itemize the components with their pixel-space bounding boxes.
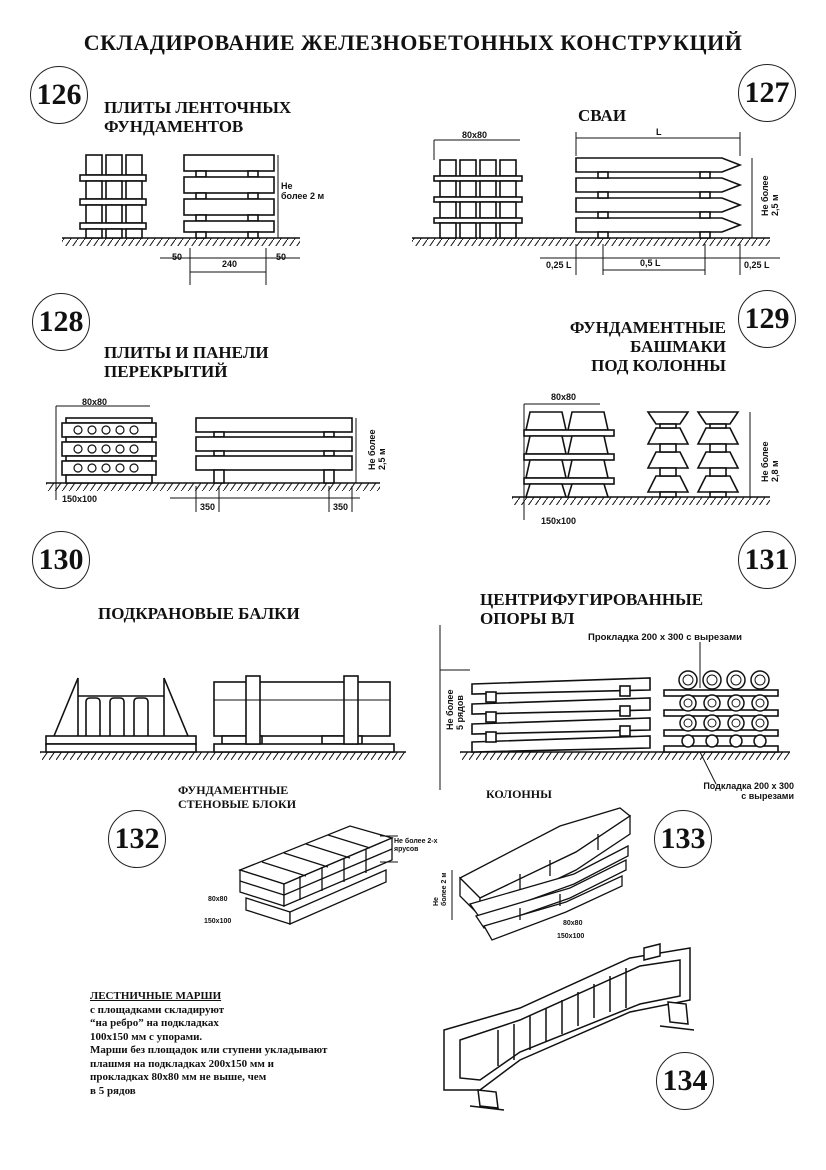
title-line: СТЕНОВЫЕ БЛОКИ	[178, 797, 297, 811]
section-number-134: 134	[656, 1052, 714, 1110]
s131-pole-ends	[663, 670, 779, 753]
note-line: Не	[281, 181, 293, 191]
section-number-128: 128	[32, 293, 90, 351]
section-129-title: ФУНДАМЕНТНЫЕ БАШМАКИ ПОД КОЛОННЫ	[570, 318, 726, 375]
s129-pad-top: 80x80	[551, 392, 577, 402]
section-number-127: 127	[738, 64, 796, 122]
s126-dim-left: 50	[172, 252, 183, 262]
s127-length: L	[656, 127, 662, 137]
page-title: СКЛАДИРОВАНИЕ ЖЕЛЕЗНОБЕТОННЫХ КОНСТРУКЦИ…	[83, 30, 743, 55]
section-number-130: 130	[32, 531, 90, 589]
s128-pad-top: 80x80	[82, 397, 108, 407]
s132-pad-bottom: 150x100	[204, 918, 232, 925]
s128-drawing	[46, 405, 380, 512]
s126-dim-mid: 240	[222, 259, 238, 269]
text-line: в 5 рядов	[90, 1084, 136, 1097]
s127-pad: 80x80	[462, 130, 488, 140]
s127-dim-mid: 0,5 L	[640, 258, 661, 268]
title-line: ФУНДАМЕНТНЫЕ	[569, 318, 726, 337]
title-line: ЦЕНТРИФУГИРОВАННЫЕ	[480, 590, 704, 609]
section-132-title: ФУНДАМЕНТНЫЕ СТЕНОВЫЕ БЛОКИ	[178, 783, 296, 811]
note-line: более 2 м	[281, 191, 325, 201]
section-134-text: ЛЕСТНИЧНЫЕ МАРШИ с площадками складируют…	[90, 990, 410, 1098]
s127-dim-left: 0,25 L	[546, 260, 572, 270]
s127-dim-right: 0,25 L	[744, 260, 770, 270]
title-line: БАШМАКИ	[630, 337, 726, 356]
section-number-131: 131	[738, 531, 796, 589]
section-number-129: 129	[738, 290, 796, 348]
title-line: ПЛИТЫ И ПАНЕЛИ	[104, 343, 269, 362]
title-line: ПЕРЕКРЫТИЙ	[104, 362, 228, 381]
title-line: ФУНДАМЕНТОВ	[104, 117, 244, 136]
section-126-title: ПЛИТЫ ЛЕНТОЧНЫХ ФУНДАМЕНТОВ	[104, 98, 291, 136]
s128-dim-right: 350	[333, 502, 349, 512]
s126-dim-right: 50	[276, 252, 287, 262]
note-line: Подкладка 200 х 300	[703, 781, 794, 791]
text-line: 100х150 мм с упорами.	[90, 1030, 203, 1043]
s127-drawing	[412, 132, 780, 275]
section-128-title: ПЛИТЫ И ПАНЕЛИ ПЕРЕКРЫТИЙ	[104, 343, 269, 381]
text-line: с площадками складируют	[90, 1003, 225, 1016]
s130-drawing	[40, 675, 406, 760]
title-line: ОПОРЫ ВЛ	[480, 609, 575, 628]
section-131-title: ЦЕНТРИФУГИРОВАННЫЕ ОПОРЫ ВЛ	[480, 590, 703, 628]
s132-drawing	[238, 825, 398, 925]
text-line: прокладках 80х80 мм не выше, чем	[90, 1071, 267, 1083]
s128-holes	[73, 425, 139, 473]
title-line: ФУНДАМЕНТНЫЕ	[178, 783, 289, 797]
note-line: ярусов	[394, 846, 419, 853]
title-line: ПЛИТЫ ЛЕНТОЧНЫХ	[104, 98, 292, 117]
section-127-title: СВАИ	[578, 106, 627, 125]
s131-drawing	[439, 625, 790, 790]
text-line: Марши без площадок или ступени укладываю…	[90, 1044, 328, 1056]
s131-spacer-top: Прокладка 200 х 300 с вырезами	[588, 632, 742, 643]
section-number-133: 133	[654, 810, 712, 868]
s134-drawing	[443, 943, 695, 1111]
note-line: с вырезами	[741, 791, 794, 801]
s132-pad-top: 80x80	[208, 896, 228, 903]
s129-drawing	[512, 403, 770, 520]
s126-drawing	[62, 154, 300, 285]
section-number-126: 126	[30, 66, 88, 124]
s133-drawing	[451, 807, 632, 941]
s133-pad-top: 80x80	[563, 920, 583, 927]
s129-pad-bottom: 150x100	[541, 516, 577, 526]
s128-pad-bottom: 150x100	[62, 494, 98, 504]
s133-pad-bottom: 150x100	[557, 933, 585, 940]
section-133-title: КОЛОННЫ	[486, 787, 552, 801]
section-134-title: ЛЕСТНИЧНЫЕ МАРШИ	[90, 990, 222, 1002]
section-130-title: ПОДКРАНОВЫЕ БАЛКИ	[98, 604, 300, 623]
title-line: ПОД КОЛОННЫ	[591, 356, 726, 375]
text-line: “на ребро” на подкладках	[90, 1017, 219, 1029]
section-number-132: 132	[108, 810, 166, 868]
s128-dim-left: 350	[200, 502, 216, 512]
text-line: плашмя на подкладках 200х150 мм и	[90, 1057, 274, 1070]
note-line: Не более 2-х	[394, 838, 438, 845]
